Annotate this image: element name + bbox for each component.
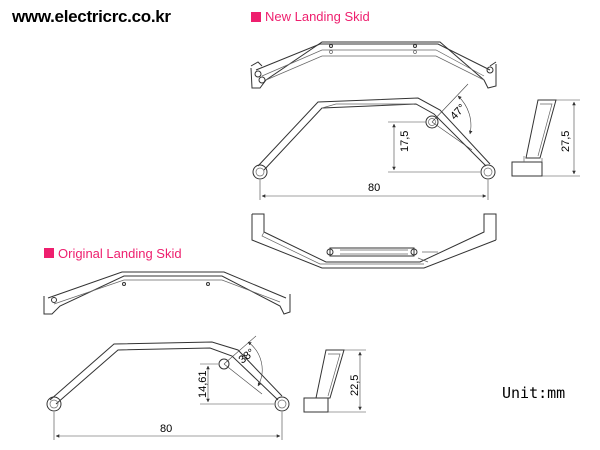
new-skid-side-height-label: 27,5 — [560, 131, 572, 152]
original-skid-width-label: 80 — [160, 423, 172, 435]
site-url: www.electricrc.co.kr — [11, 7, 171, 26]
original-skid-side-height-label: 22,5 — [349, 375, 361, 396]
new-skid-front-view — [252, 83, 496, 200]
original-skid-height-label: 14,61 — [197, 370, 209, 398]
new-skid-top-view — [250, 41, 497, 89]
new-skid-heading: New Landing Skid — [265, 9, 370, 24]
new-skid-bottom-view — [251, 213, 497, 269]
new-skid-height-label: 17,5 — [399, 131, 411, 152]
original-skid-marker — [44, 248, 54, 258]
new-skid-width-label: 80 — [368, 182, 380, 194]
unit-label: Unit:mm — [502, 384, 565, 402]
original-skid-top-view — [43, 271, 291, 315]
original-skid-side-view — [303, 349, 366, 413]
original-skid-front-view — [46, 335, 290, 440]
new-skid-side-view — [511, 99, 580, 177]
original-skid-heading: Original Landing Skid — [58, 246, 182, 261]
new-skid-marker — [251, 12, 261, 22]
